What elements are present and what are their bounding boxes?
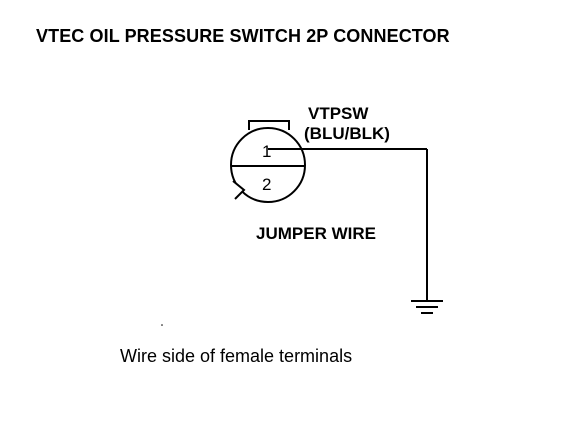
diagram-caption: Wire side of female terminals bbox=[120, 346, 353, 366]
connector-2p: 1 2 bbox=[230, 120, 306, 203]
stray-dot bbox=[161, 324, 163, 326]
pin-1-label: 1 bbox=[262, 142, 271, 161]
pin-2-label: 2 bbox=[262, 175, 271, 194]
jumper-wire bbox=[268, 148, 428, 301]
connector-key-notch bbox=[232, 180, 246, 200]
ground-icon bbox=[411, 300, 443, 314]
wire-color-label: (BLU/BLK) bbox=[304, 124, 390, 143]
connector-latch bbox=[248, 120, 290, 130]
jumper-wire-label: JUMPER WIRE bbox=[256, 224, 376, 243]
wire-name-label: VTPSW bbox=[308, 104, 369, 123]
diagram-title: VTEC OIL PRESSURE SWITCH 2P CONNECTOR bbox=[36, 26, 450, 46]
